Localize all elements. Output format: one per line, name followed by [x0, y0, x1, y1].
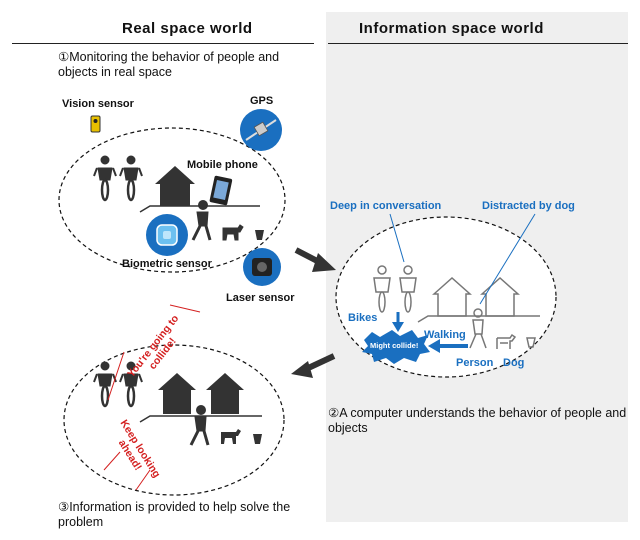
callout-line-conversation: [389, 213, 405, 263]
biometric-sensor-icon: [146, 214, 188, 256]
houses-feedback: [158, 373, 244, 414]
distracted-by-dog-label: Distracted by dog: [482, 200, 575, 212]
real-space-ellipse: [58, 127, 286, 273]
road-line-info: [417, 315, 540, 323]
house-icon: [206, 373, 244, 414]
arrow-to-real-space: [291, 353, 336, 378]
houses-info: [432, 276, 520, 317]
bike-rider-icon: [93, 361, 117, 408]
arrow-to-information-space: [294, 247, 336, 272]
dog-label: Dog: [503, 357, 525, 369]
warning-bracket-top: [107, 304, 201, 401]
bikes-group-feedback: [93, 361, 143, 408]
bikes-group-real: [93, 155, 143, 202]
person-icon-real: [191, 200, 212, 241]
bike-rider-icon: [119, 361, 143, 408]
bucket-icon: [253, 434, 262, 444]
person-label: Person: [456, 357, 494, 369]
gps-icon: [240, 109, 282, 151]
laser-sensor-icon: [243, 248, 281, 286]
vision-sensor-label: Vision sensor: [62, 98, 134, 110]
person-icon-feedback: [189, 405, 210, 446]
callout-line-distracted: [479, 213, 536, 305]
real-space-divider: [12, 43, 314, 44]
information-space-title: Information space world: [359, 20, 544, 37]
bucket-outline-icon: [526, 337, 536, 348]
walking-label: Walking: [424, 329, 466, 341]
deep-conversation-label: Deep in conversation: [330, 200, 442, 212]
bikes-group-info: [373, 265, 417, 313]
person-outline-icon: [469, 308, 487, 349]
house-icon: [155, 166, 195, 206]
bucket-icon: [255, 230, 264, 240]
vision-sensor-icon: [90, 115, 101, 133]
mobile-phone-label: Mobile phone: [187, 159, 258, 171]
information-space-divider: [328, 43, 628, 44]
step1-text: ①Monitoring the behavior of people and o…: [58, 50, 280, 79]
gps-label: GPS: [250, 95, 274, 107]
bike-rider-icon: [119, 155, 143, 202]
bikes-label: Bikes: [348, 312, 378, 324]
step2-text: ②A computer understands the behavior of …: [328, 406, 627, 435]
house-outline-icon: [480, 276, 520, 317]
mobile-phone-icon: [209, 175, 233, 206]
biometric-sensor-label: Biometric sensor: [122, 258, 212, 270]
feedback-ellipse: [63, 344, 285, 496]
dog-outline-icon: [496, 333, 517, 349]
arrow-down-bikes-head: [392, 322, 404, 332]
road-line: [139, 205, 260, 213]
laser-sensor-label: Laser sensor: [226, 292, 295, 304]
road-line-feedback: [139, 415, 262, 423]
might-collide-label: Might collide!: [370, 341, 419, 350]
real-space-title: Real space world: [122, 20, 253, 37]
step3-text: ③Information is provided to help solve t…: [58, 500, 291, 529]
bike-rider-icon: [93, 155, 117, 202]
house-icon: [158, 373, 196, 414]
collision-burst: [362, 330, 430, 364]
bike-rider-outline-icon: [373, 265, 391, 313]
dog-icon-feedback: [221, 429, 241, 444]
arrow-left-walking-head: [428, 339, 440, 353]
bike-rider-outline-icon: [399, 265, 417, 313]
house-outline-icon: [432, 276, 472, 317]
warning-bracket-bottom: [103, 451, 151, 491]
dog-icon-real: [222, 224, 244, 241]
